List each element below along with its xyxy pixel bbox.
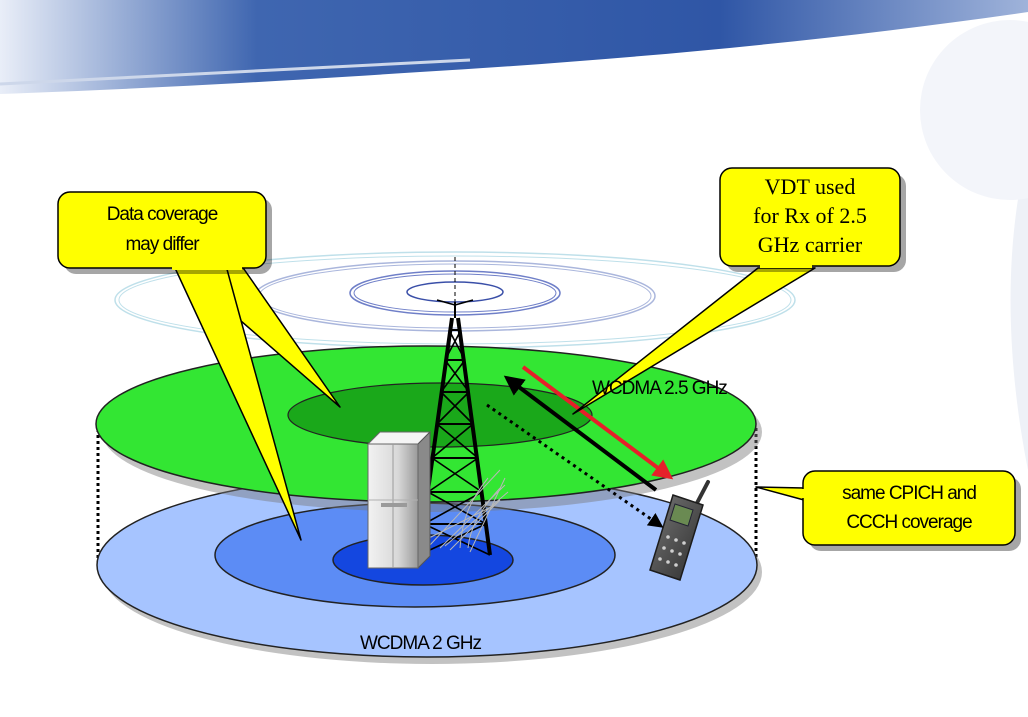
base-station-cabinet-icon: [366, 430, 432, 570]
downlink-2-5ghz-arrow: [521, 365, 674, 480]
callout-line: GHz carrier: [757, 232, 863, 257]
callout-vdt-text: VDT used for Rx of 2.5 GHz carrier: [722, 172, 898, 259]
callout-data-coverage: [57, 191, 341, 541]
layer-boundary-lines: [96, 423, 758, 568]
upper-layer-label: WCDMA 2.5 GHz: [592, 378, 728, 399]
callout-cpich-text: same CPICH and CCCH coverage: [805, 479, 1013, 537]
wcdma-2ghz-coverage: [96, 472, 762, 664]
callout-data-coverage-text: Data coverage may differ: [60, 200, 264, 260]
callout-vdt: [572, 167, 906, 415]
background-decoration: [0, 0, 1028, 470]
wcdma-2-5ghz-coverage: [95, 345, 762, 512]
downlink-2ghz-arrow: [486, 403, 664, 528]
callout-line: may differ: [125, 234, 199, 255]
mobile-phone-icon: [649, 480, 710, 581]
callout-line: CCCH coverage: [846, 512, 972, 533]
callout-line: Data coverage: [106, 204, 219, 225]
callout-line: same CPICH and: [842, 483, 977, 504]
uplink-arrow: [503, 375, 658, 492]
guy-wires: [424, 469, 509, 553]
callout-cpich: [755, 470, 1021, 551]
signal-arrows: [486, 365, 674, 528]
callout-line: VDT used: [764, 174, 856, 199]
lower-layer-label: WCDMA 2 GHz: [360, 633, 482, 654]
callout-line: for Rx of 2.5: [753, 203, 867, 228]
